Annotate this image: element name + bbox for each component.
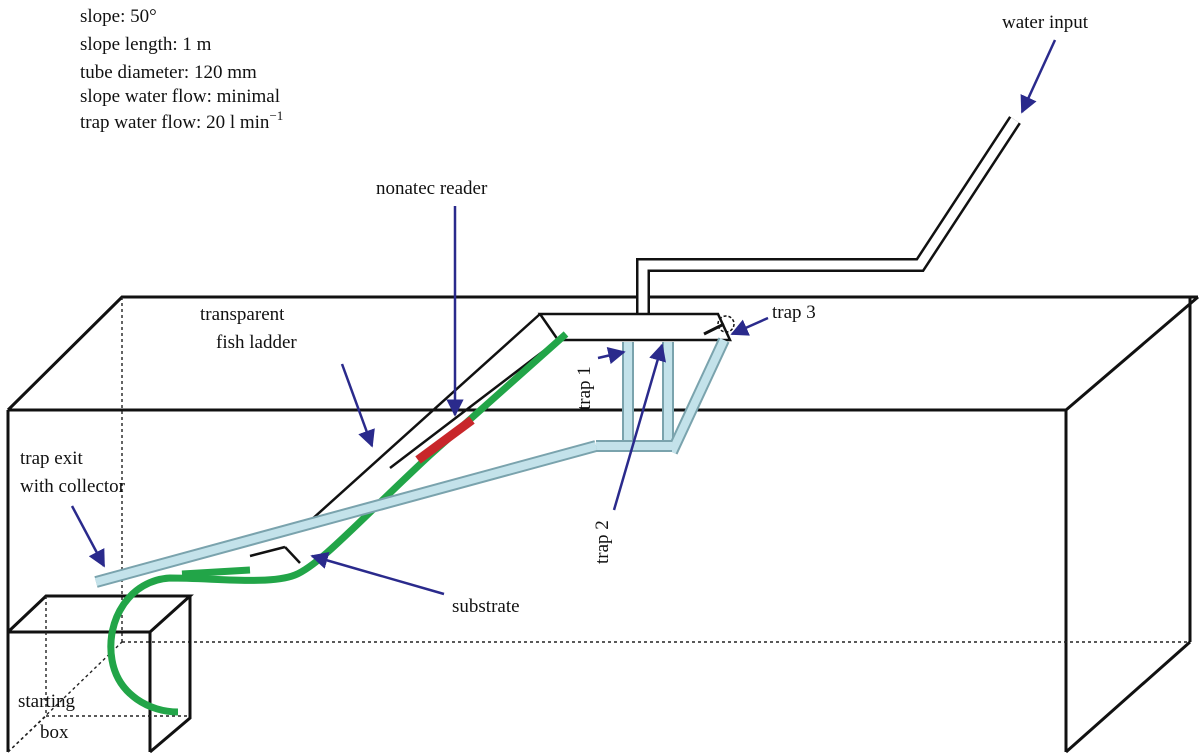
trap-tubes — [94, 337, 730, 588]
label-trap1: trap 1 — [574, 366, 595, 410]
nonatec-reader-segment — [415, 416, 475, 464]
transparent-fish-ladder-arrow — [340, 363, 375, 448]
water-pipe-outline — [636, 116, 1021, 318]
fish-ladder — [249, 313, 559, 564]
trap3-arrow — [730, 316, 769, 336]
trap1-arrow — [597, 347, 626, 365]
label-fish-ladder: fish ladder — [216, 332, 297, 353]
trap-exit-arrow — [70, 505, 106, 568]
label-trap3: trap 3 — [772, 302, 816, 323]
spec-trap-water-flow-text: trap water flow: 20 l min — [80, 112, 270, 133]
ladder-base-edge-1 — [249, 545, 286, 558]
water-input-pipe — [636, 116, 1021, 318]
tank-right-side — [1065, 295, 1199, 412]
substrate-group — [107, 331, 569, 716]
spec-tube-diameter: tube diameter: 120 mm — [80, 62, 257, 83]
diagram-labels: water input nonatec reader transparent f… — [18, 12, 1089, 743]
trap-header — [537, 312, 735, 342]
label-water-input: water input — [1002, 12, 1089, 33]
spec-trap-water-flow-exponent: −1 — [269, 108, 283, 123]
substrate-arrow — [310, 551, 445, 596]
trap3-gate — [703, 322, 725, 336]
label-starting: starting — [18, 691, 75, 712]
spec-slope-length: slope length: 1 m — [80, 34, 212, 55]
starting-box-hidden-diag — [7, 715, 47, 753]
trap2-arrow — [612, 343, 667, 511]
ladder-base-edge-2 — [284, 546, 301, 564]
main-tank — [6, 295, 1199, 754]
label-with-collector: with collector — [20, 476, 126, 497]
spec-trap-water-flow: trap water flow: 20 l min−1 — [80, 108, 283, 133]
starting-box — [6, 594, 194, 754]
trap3-tube — [668, 338, 728, 454]
spec-slope: slope: 50° — [80, 6, 157, 27]
trap-exit-tube — [94, 442, 598, 586]
starting-box-top — [6, 594, 194, 634]
label-transparent: transparent — [200, 304, 285, 325]
tank-bottom-right-edge — [1065, 640, 1191, 754]
ladder-lower-edge — [389, 339, 559, 469]
specifications-block: slope: 50° slope length: 1 m tube diamet… — [80, 6, 283, 133]
starting-box-right — [149, 596, 192, 754]
substrate-strip — [107, 331, 569, 716]
spec-slope-water-flow: slope water flow: minimal — [80, 86, 280, 107]
water-input-arrow — [1020, 39, 1057, 114]
ladder-upper-edge — [299, 313, 541, 531]
label-trap-exit: trap exit — [20, 448, 84, 469]
label-substrate: substrate — [452, 596, 520, 617]
label-nonatec-reader: nonatec reader — [376, 178, 488, 199]
annotation-arrows — [70, 39, 1057, 596]
water-pipe-interior — [638, 117, 1019, 318]
label-box: box — [40, 722, 69, 743]
label-trap2: trap 2 — [592, 520, 613, 564]
trap-header-box — [537, 312, 732, 342]
substrate-left-rail — [181, 566, 251, 578]
